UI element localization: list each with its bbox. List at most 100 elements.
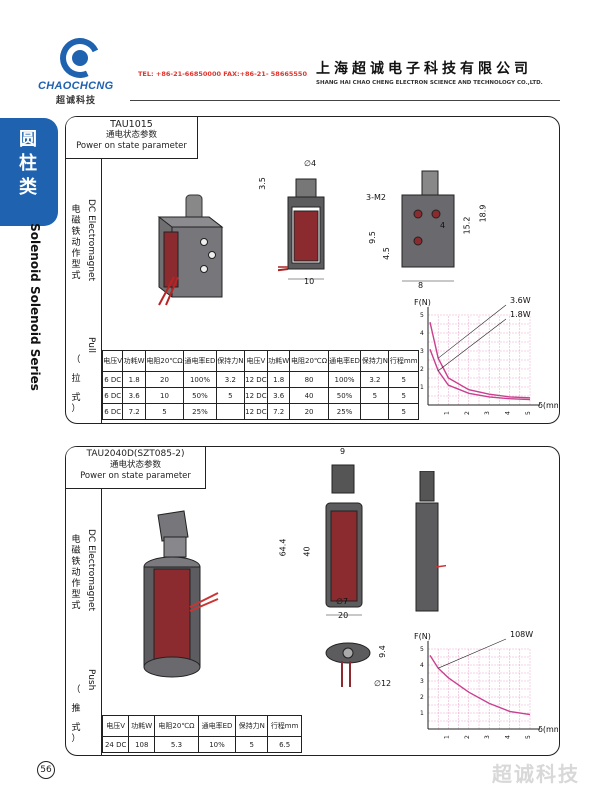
solenoid-3d-image [157,194,224,306]
table-cell: 10% [197,736,237,753]
side-label-cn: 电磁铁动作型式 [71,535,81,611]
table-cell: 6 DC [101,371,124,388]
y-tick-label: 5 [420,312,424,319]
x-tick-label: 5 [525,411,532,415]
series-leader-line [438,638,507,669]
table-header-cell: 保持力N [235,715,269,737]
dim-label: 40 [302,546,312,557]
company-name-en: SHANG HAI CHAO CHENG ELECTRON SCIENCE AN… [316,80,543,86]
x-tick-label: 2 [464,735,471,739]
table-header-cell: 行程mm [267,715,302,737]
table-header-cell: 通电率ED [197,715,237,737]
table-cell: 12 DC [243,403,268,420]
table-cell: 80 [289,371,329,388]
side-label-column: DC Electromagnet 电磁铁动作型式 Pull （拉式） [66,159,102,423]
table-header-cell: 功耗W [122,350,146,372]
x-axis-label: δ(mm) [538,725,558,734]
table-header-cell: 电压V [101,715,130,737]
panel-title: TAU1015 通电状态参数 Power on state parameter [66,117,198,159]
y-tick-label: 2 [420,694,424,701]
dim-label: 64.4 [278,538,288,557]
table-cell: 3.2 [215,371,245,388]
category-tab-label: 圆 柱 类 [16,128,40,200]
side-label-en: DC Electromagnet [86,199,96,282]
table-header-cell: 电阻20℃Ω [289,350,329,372]
x-tick-label: 2 [464,411,471,415]
series-line [429,322,531,399]
y-tick-label: 1 [420,710,424,717]
table-cell: 7.2 [266,403,291,420]
y-tick-label: 4 [420,330,424,337]
dim-label: 3-M2 [366,193,386,202]
front-view-drawing [278,178,325,280]
table-cell: 40 [289,387,329,404]
table-cell: 5 [360,387,390,404]
series-leader-line [438,318,507,372]
side-view-drawing [401,170,455,282]
side-label-column: DC Electromagnet 电磁铁动作型式 Push （推式） [66,489,102,755]
x-tick-label: 4 [505,735,512,739]
table-cell: 20 [144,371,185,388]
product-panel-tau1015: TAU1015 通电状态参数 Power on state parameter … [65,116,560,424]
dim-label: ∅4 [304,159,317,168]
table-header-cell: 功耗W [266,350,291,372]
x-tick-label: 4 [505,411,512,415]
watermark: 超诚科技 [492,762,580,786]
tab-char: 类 [19,177,37,198]
table-cell: 3.2 [360,371,390,388]
x-tick-label: 5 [525,735,532,739]
table-header-cell: 通电率ED [183,350,217,372]
table-cell: 5 [215,387,245,404]
tab-char: 圆 [19,129,37,150]
subtitle-cn: 通电状态参数 [109,460,161,470]
x-tick-label: 3 [484,735,491,739]
table-header-cell: 保持力N [360,350,390,372]
side-type-en: Push [86,669,96,691]
dim-label: 4 [440,221,446,230]
table-cell: 100% [327,371,362,388]
table-header-cell: 电阻20℃Ω [154,715,199,737]
table-cell: 3.6 [266,387,291,404]
series-label: 3.6W [510,296,531,305]
y-tick-label: 4 [420,662,424,669]
y-tick-label: 5 [420,646,424,653]
table-cell: 5 [388,371,419,388]
table-cell: 6 DC [101,403,124,420]
series-line [429,655,531,716]
dim-label: 9.5 [367,231,377,244]
x-tick-label: 3 [484,411,491,415]
table-cell: 1.8 [266,371,291,388]
table-cell: 100% [183,371,217,388]
series-label: 1.8W [510,310,531,319]
header-divider [130,100,560,101]
table-header-cell: 保持力N [215,350,245,372]
series-label: 108W [510,630,533,639]
table-cell: 6 DC [101,387,124,404]
dim-label: 9.4 [377,645,387,658]
model-name: TAU1015 [110,119,153,130]
y-axis-label: F(N) [414,298,431,307]
table-cell: 25% [183,403,217,420]
table-cell: 50% [327,387,362,404]
contact-info: TEL: +86-21-66850000 FAX:+86-21- 5866555… [138,70,307,78]
table-cell: 6.5 [267,736,302,753]
logo-cn: 超诚科技 [56,96,97,106]
side-type-cn: （拉式） [71,355,81,414]
side-type-en: Pull [86,337,96,353]
logo-text: CHAOCHCNG [38,80,114,92]
table-header-cell: 电压V [243,350,268,372]
x-axis-label: δ(mm) [538,401,558,410]
side-type-cn: （推式） [71,685,81,744]
table-cell: 5.3 [154,736,199,753]
table-header-cell: 通电率ED [327,350,362,372]
company-name-cn: 上海超诚电子科技有限公司 [316,61,532,77]
category-tab[interactable] [0,118,58,226]
